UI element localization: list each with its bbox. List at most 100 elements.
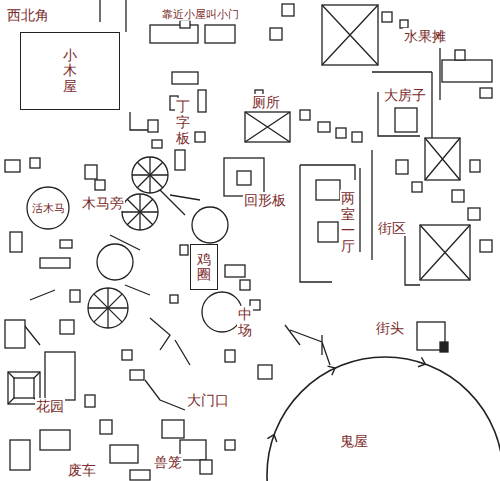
map-block — [162, 420, 184, 438]
map-block — [130, 370, 144, 380]
map-block — [85, 395, 95, 407]
place-label: 厕所 — [251, 94, 281, 110]
direction-arrow — [418, 357, 425, 366]
map-block — [10, 232, 22, 252]
wall — [439, 48, 440, 100]
map-block — [352, 132, 362, 142]
place-label: 西北角 — [6, 7, 50, 23]
direction-arrow — [267, 435, 276, 442]
wall — [285, 325, 330, 365]
map-block — [318, 122, 330, 132]
map-block — [5, 320, 25, 348]
map-block — [225, 265, 245, 277]
map-block — [100, 420, 112, 434]
wheel — [88, 288, 128, 328]
map-block — [480, 240, 492, 252]
map-block — [470, 160, 480, 172]
map-block — [480, 88, 492, 98]
map-block — [420, 225, 470, 280]
building-cross — [420, 225, 470, 280]
map-block — [195, 132, 205, 142]
wheel — [122, 194, 158, 230]
map-block — [442, 60, 492, 82]
map-block — [85, 165, 97, 179]
map-block — [175, 150, 185, 170]
place-label: 兽笼 — [153, 454, 183, 470]
map-block — [245, 112, 290, 142]
map-block — [400, 20, 408, 28]
wall — [300, 150, 372, 282]
place-label: 街区 — [377, 220, 407, 236]
place-label: 木马旁 — [81, 195, 125, 211]
place-label: 废车 — [67, 462, 97, 478]
place-label: 丁字板 — [175, 98, 191, 146]
map-block — [468, 208, 480, 220]
round-obstacle — [97, 244, 133, 280]
building-box: 鸡圈 — [190, 244, 218, 290]
map-block — [240, 280, 250, 290]
map-block — [452, 190, 464, 202]
place-label: 两室一厅 — [340, 190, 356, 254]
place-label: 街头 — [375, 320, 405, 336]
map-block — [130, 470, 150, 480]
wall — [145, 318, 190, 410]
map-block — [300, 110, 310, 120]
wheel-spoke — [127, 199, 152, 224]
map-block — [282, 4, 294, 16]
place-label: 靠近小屋叫小门 — [161, 8, 240, 21]
map-block — [30, 158, 40, 168]
round-obstacle — [192, 207, 228, 243]
place-label: 大房子 — [383, 87, 427, 103]
map-block — [180, 440, 206, 460]
map-block — [95, 180, 105, 190]
map-block — [316, 180, 340, 200]
round-area: 活木马 — [26, 186, 70, 230]
wheel-spoke — [137, 162, 162, 187]
map-block — [225, 440, 235, 450]
building-box: 小木屋 — [20, 32, 120, 110]
wall — [372, 72, 432, 140]
map-block — [322, 5, 378, 65]
map-block — [224, 158, 264, 196]
map-block — [45, 352, 75, 400]
map-block — [205, 25, 235, 43]
map-block — [172, 72, 198, 84]
wall — [405, 225, 420, 285]
place-name: 活木马 — [32, 202, 65, 215]
map-block — [40, 258, 70, 268]
map-block — [60, 240, 72, 248]
map-block — [237, 171, 251, 185]
map-block — [180, 245, 188, 255]
building-cross — [425, 138, 460, 180]
wheel-spoke — [94, 294, 122, 322]
map-block — [148, 120, 158, 132]
place-name: 鸡圈 — [197, 252, 211, 283]
map-block — [396, 160, 408, 174]
map-block — [170, 295, 178, 303]
ghost-house-ring — [267, 357, 500, 481]
map-block — [110, 445, 138, 463]
map-block — [200, 460, 212, 474]
map-block — [395, 108, 417, 132]
carousel-circle — [27, 187, 69, 229]
map-block — [336, 128, 346, 138]
place-label: 花园 — [35, 398, 65, 414]
map-block — [122, 350, 132, 360]
map-block — [70, 290, 80, 302]
map-strokes — [5, 0, 492, 480]
place-label: 中场 — [237, 306, 253, 338]
map-block — [152, 140, 162, 148]
map-block — [180, 20, 190, 28]
map-block — [150, 25, 198, 43]
node-outline — [265, 355, 500, 481]
map-block — [14, 378, 34, 398]
map-block — [198, 90, 206, 112]
direction-arrow — [328, 366, 336, 375]
place-label: 大门口 — [186, 392, 230, 408]
place-label: 水果摊 — [403, 28, 447, 44]
building-cross — [322, 5, 378, 65]
map-block — [455, 50, 465, 60]
map-block — [425, 138, 460, 180]
map-block — [412, 182, 422, 192]
map-block — [60, 320, 74, 334]
